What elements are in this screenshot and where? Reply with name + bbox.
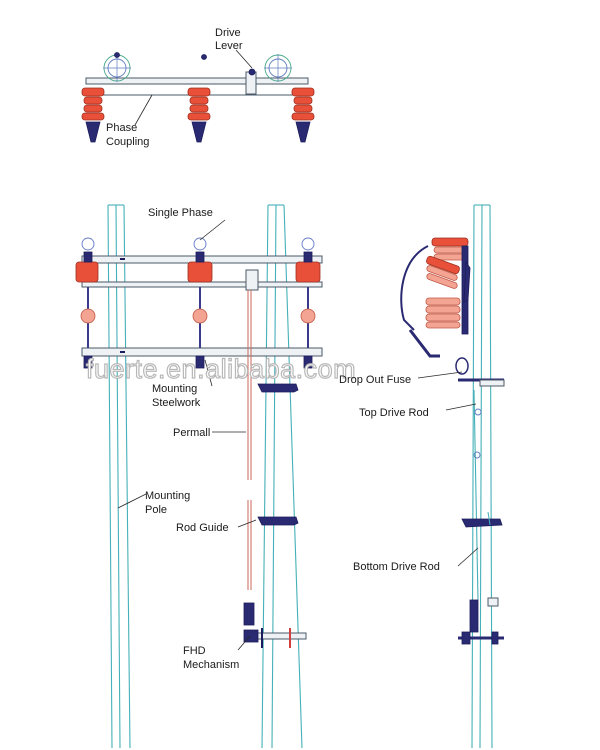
label-phase-coupling-1: Phase bbox=[106, 122, 137, 134]
mounting-pole-right bbox=[471, 204, 493, 749]
switch-phase-1 bbox=[75, 237, 99, 369]
label-permall: Permall bbox=[173, 427, 210, 439]
phase-insulator-3 bbox=[291, 87, 315, 143]
label-drop-out-fuse: Drop Out Fuse bbox=[339, 374, 411, 386]
phase-coupling-assembly bbox=[81, 49, 315, 143]
mounting-pole-middle bbox=[261, 204, 303, 749]
label-rod-guide: Rod Guide bbox=[176, 522, 229, 534]
phase-insulator-2 bbox=[187, 87, 211, 143]
label-fhd-mechanism-2: Mechanism bbox=[183, 659, 239, 671]
switch-phase-2 bbox=[187, 237, 213, 369]
label-single-phase: Single Phase bbox=[148, 207, 213, 219]
label-top-drive-rod: Top Drive Rod bbox=[359, 407, 429, 419]
rod-clamps bbox=[257, 383, 299, 526]
drive-rods-right bbox=[458, 389, 504, 645]
mounting-pole-left bbox=[107, 204, 131, 749]
label-mounting-pole-2: Pole bbox=[145, 504, 167, 516]
label-mounting-steelwork-2: Steelwork bbox=[152, 397, 201, 409]
drive-lever-collar bbox=[245, 71, 257, 95]
label-fhd-mechanism-1: FHD bbox=[183, 645, 206, 657]
phase-insulator-1 bbox=[81, 87, 105, 143]
label-mounting-pole-1: Mounting bbox=[145, 490, 190, 502]
label-phase-coupling-2: Coupling bbox=[106, 136, 149, 148]
fuse-upper-insulator bbox=[426, 237, 469, 289]
label-drive-lever-2: Lever bbox=[215, 40, 243, 52]
watermark-text: fuerte.en.alibaba.com bbox=[86, 354, 356, 384]
drop-out-fuse bbox=[400, 237, 505, 387]
label-mounting-steelwork-1: Mounting bbox=[152, 383, 197, 395]
permall-rod bbox=[247, 290, 252, 590]
switch-phase-3 bbox=[295, 237, 321, 369]
label-bottom-drive-rod: Bottom Drive Rod bbox=[353, 561, 440, 573]
label-drive-lever-1: Drive bbox=[215, 27, 241, 39]
top-beam bbox=[85, 77, 309, 85]
fhd-mechanism bbox=[243, 602, 307, 648]
fuse-lower-insulator bbox=[425, 297, 461, 329]
